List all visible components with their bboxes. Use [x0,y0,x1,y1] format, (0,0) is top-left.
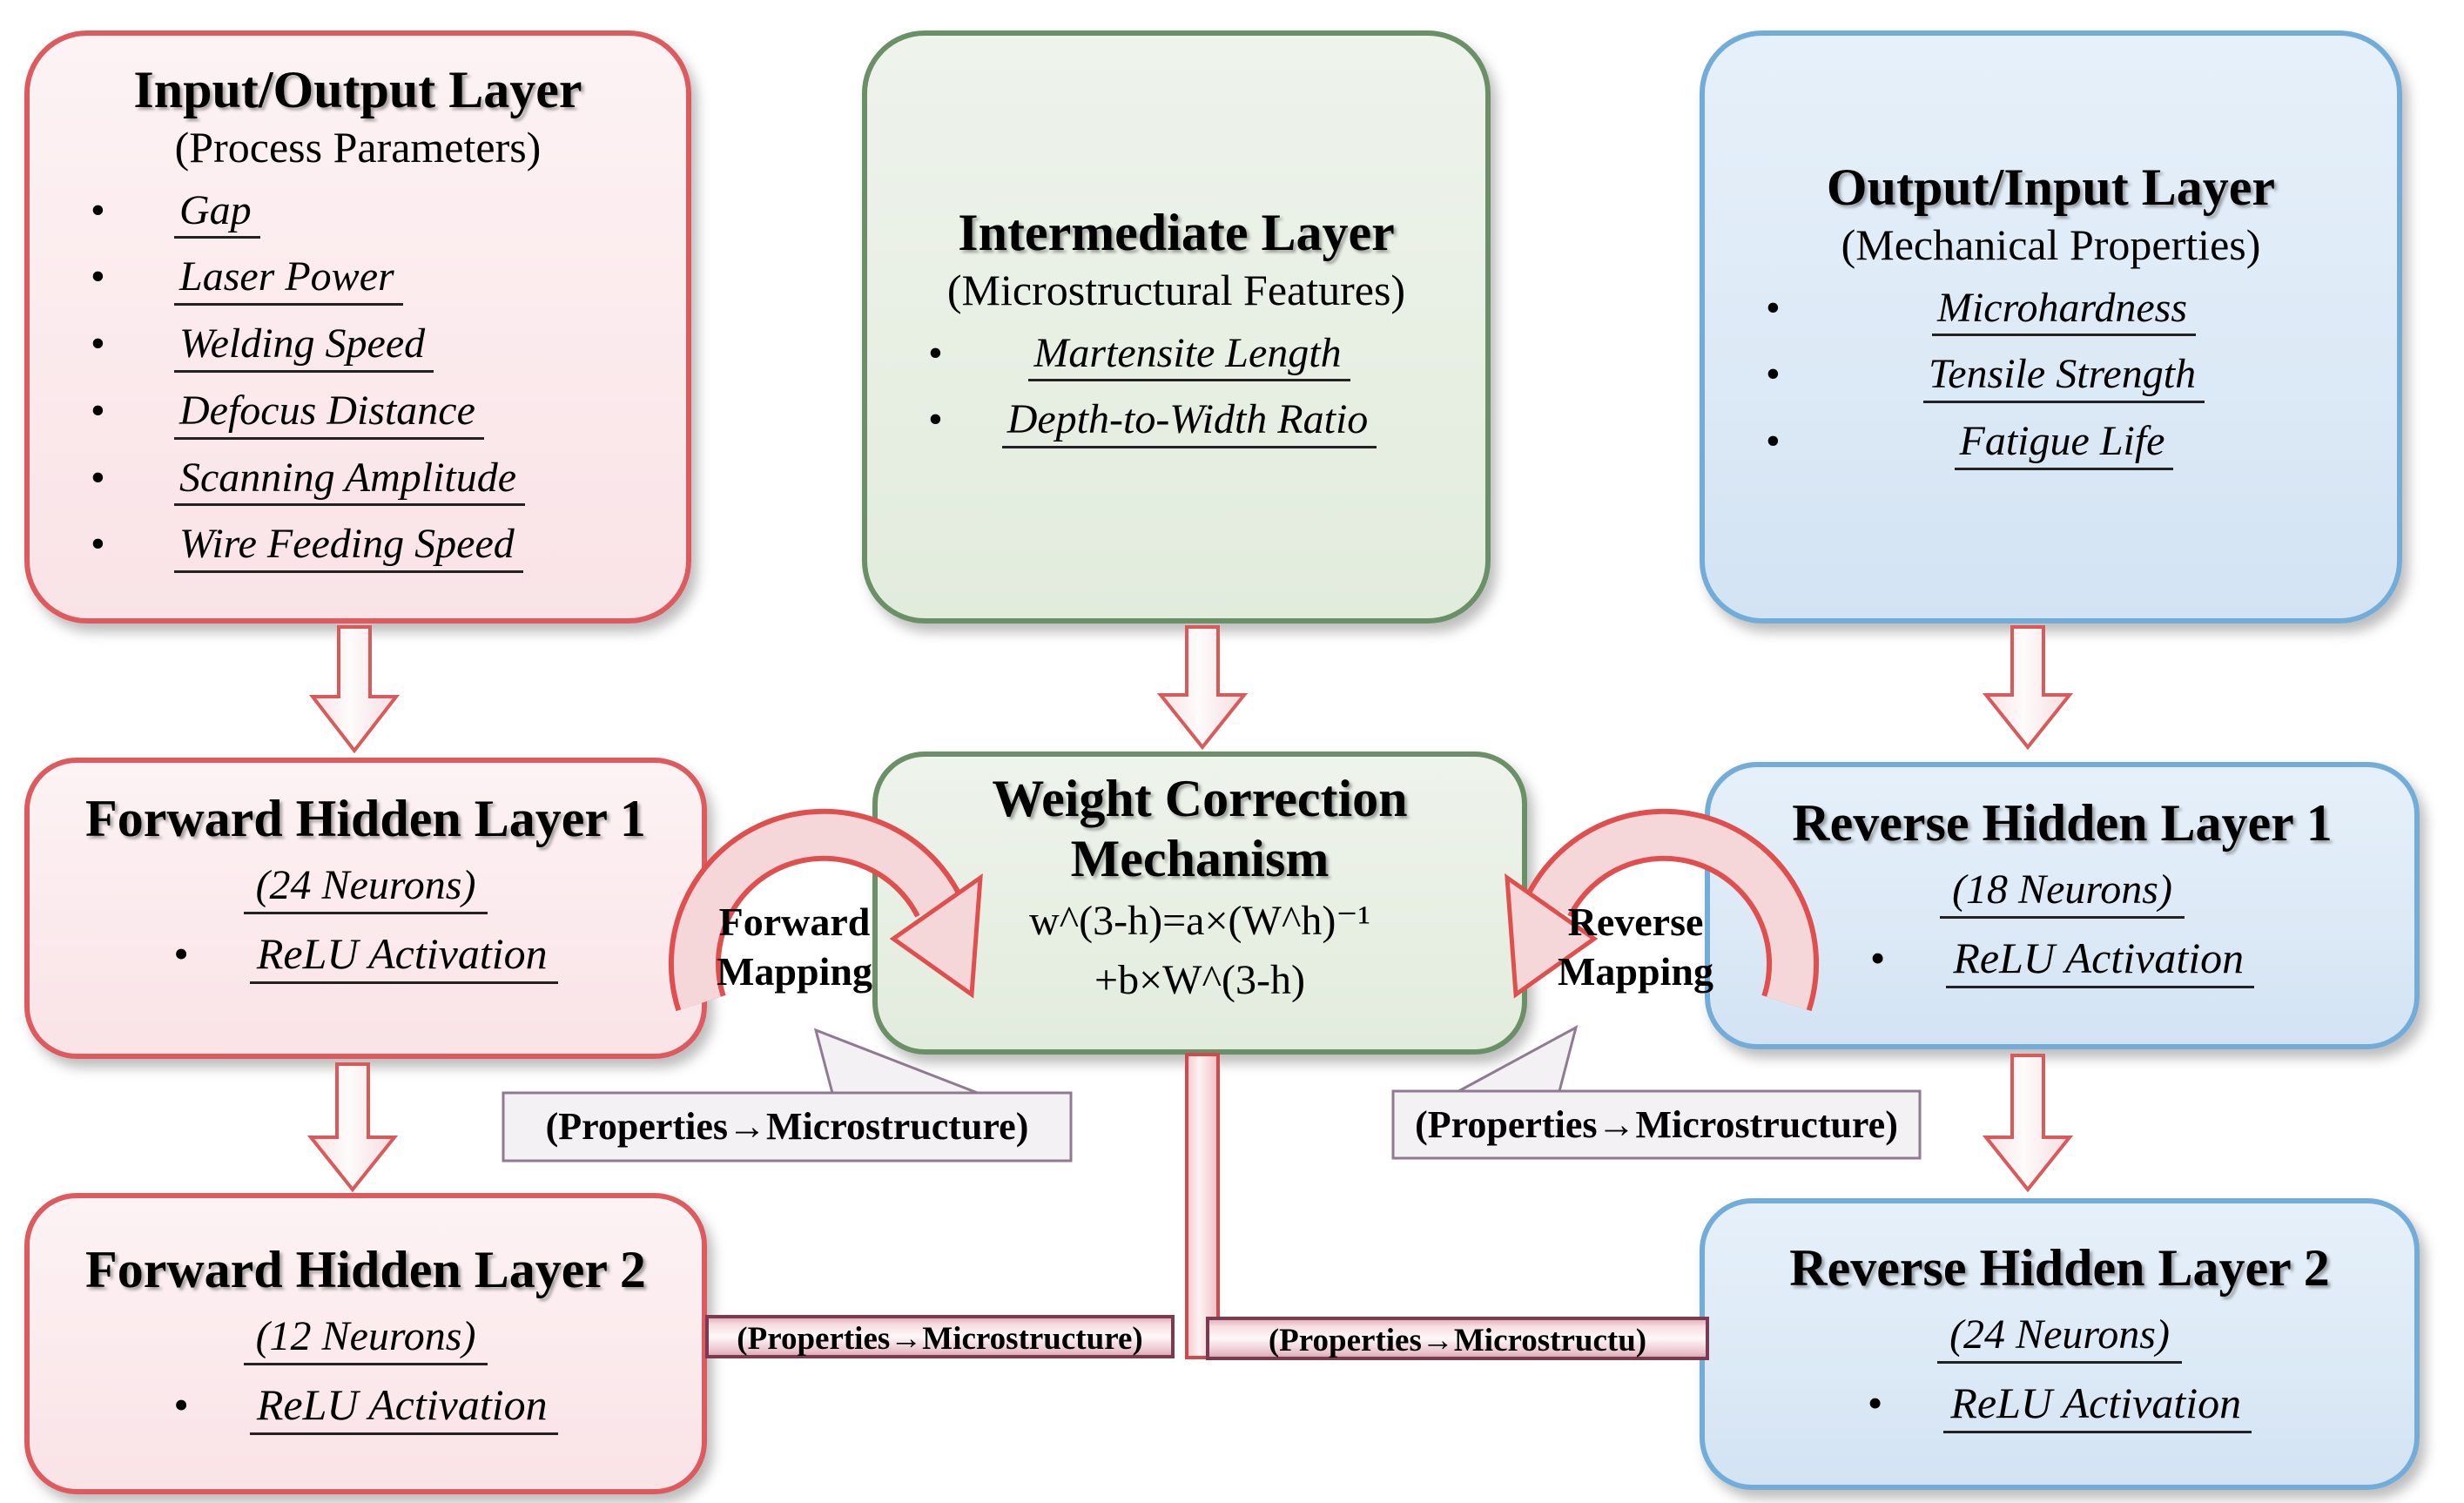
activation-row: • ReLU Activation [30,1379,702,1435]
reverse-mapping-line2: Mapping [1558,949,1713,994]
bullet-dot: • [91,253,105,300]
box-subtitle: (Mechanical Properties) [1841,220,2261,269]
forward-mapping-line1: Forward [718,900,871,944]
bullet-dot: • [91,320,105,367]
activation-row: • ReLU Activation [30,928,702,984]
bullet-list: • Microhardness • Tensile Strength • Fatigu… [1705,285,2397,470]
bullet-dot: • [173,1380,189,1429]
box-title: Input/Output Layer [133,61,582,118]
reverse-mapping-label: Reverse Mapping [1538,897,1734,996]
list-item: • Defocus Distance [91,388,651,440]
bullet-dot: • [1867,1378,1883,1427]
callout-right-label: (Properties→Microstructure) [1415,1103,1898,1146]
list-item-label: Tensile Strength [1922,351,2205,403]
bullet-dot: • [173,929,189,978]
forward-mapping-line2: Mapping [717,949,872,994]
connector-bar-right-label: (Properties→Microstructu) [1268,1323,1647,1358]
bullet-dot: • [91,186,105,233]
activation-label: ReLU Activation [1946,933,2255,988]
forward-mapping-label: Forward Mapping [697,897,892,996]
down-arrow-io-to-fhl1 [308,625,401,754]
activation-label: ReLU Activation [1943,1378,2252,1433]
bullet-dot: • [1766,418,1781,464]
list-item: • Fatigue Life [1766,418,2362,470]
bullet-dot: • [91,521,105,568]
neurons-label: (18 Neurons) [1940,866,2185,919]
bullet-dot: • [1766,284,1781,331]
down-arrow-intermediate-to-weight [1156,625,1249,751]
box-forward-hidden-layer-2: Forward Hidden Layer 2 (12 Neurons) • Re… [24,1193,707,1494]
box-forward-hidden-layer-1: Forward Hidden Layer 1 (24 Neurons) • Re… [24,758,707,1059]
box-title-line2: Mechanism [1070,830,1330,887]
list-item-label: Depth-to-Width Ratio [1001,396,1377,448]
list-item-label: Microhardness [1931,285,2197,337]
bullet-dot: • [928,329,943,376]
formula-line1: w^(3-h)=a×(W^h)⁻¹ [1028,898,1371,944]
bullet-dot: • [91,387,105,434]
box-subtitle: (Process Parameters) [174,123,542,172]
neurons-label: (24 Neurons) [243,861,488,914]
list-item-label: Martensite Length [1028,330,1350,382]
list-item: • Gap [91,187,651,239]
list-item: • Tensile Strength [1766,351,2362,403]
list-item-label: Laser Power [174,253,403,306]
connector-bar-left-label: (Properties→Microstructure) [737,1321,1143,1357]
neurons-label: (12 Neurons) [243,1312,488,1365]
activation-label: ReLU Activation [249,928,558,984]
box-weight-correction-mechanism: Weight Correction Mechanism w^(3-h)=a×(W… [872,752,1527,1055]
bullet-list: • Martensite Length • Depth-to-Width Ratio [867,330,1485,448]
down-arrow-fhl1-to-fhl2 [306,1062,399,1193]
box-title: Intermediate Layer [958,204,1395,261]
list-item-label: Defocus Distance [174,388,484,440]
vertical-connector [1185,1053,1220,1359]
list-item-label: Welding Speed [174,320,434,373]
neurons-label: (24 Neurons) [1937,1311,2182,1364]
list-item: • Welding Speed [91,320,651,373]
box-title: Forward Hidden Layer 2 [85,1241,646,1298]
formula-line2: +b×W^(3-h) [1094,957,1305,1004]
box-reverse-hidden-layer-2: Reverse Hidden Layer 2 (24 Neurons) • Re… [1700,1198,2420,1490]
list-item-label: Scanning Amplitude [174,455,526,507]
activation-row: • ReLU Activation [1710,933,2414,988]
list-item-label: Fatigue Life [1954,418,2174,470]
activation-row: • ReLU Activation [1705,1378,2414,1433]
list-item: • Laser Power [91,253,651,306]
bullet-list: • Gap • Laser Power • Welding Speed • Defocu… [30,187,686,573]
callout-left-label: (Properties→Microstructure) [545,1105,1029,1148]
box-input-output-layer: Input/Output Layer (Process Parameters) … [24,30,691,623]
reverse-mapping-line1: Reverse [1567,900,1704,944]
list-item: • Scanning Amplitude [91,455,651,507]
bullet-dot: • [91,454,105,501]
list-item: • Depth-to-Width Ratio [928,396,1451,448]
box-title: Reverse Hidden Layer 2 [1789,1239,2330,1297]
bullet-dot: • [1766,351,1781,398]
list-item-label: Wire Feeding Speed [174,521,523,573]
box-reverse-hidden-layer-1: Reverse Hidden Layer 1 (18 Neurons) • Re… [1705,762,2420,1049]
bullet-dot: • [928,396,943,443]
down-arrow-oi-to-rhl1 [1982,625,2074,751]
box-subtitle: (Microstructural Features) [946,266,1406,314]
activation-label: ReLU Activation [249,1379,558,1435]
list-item: • Wire Feeding Speed [91,521,651,573]
box-title: Reverse Hidden Layer 1 [1792,794,2333,852]
box-title: Output/Input Layer [1826,158,2276,216]
bullet-dot: • [1869,933,1886,982]
box-output-input-layer: Output/Input Layer (Mechanical Propertie… [1700,30,2402,623]
list-item: • Martensite Length [928,330,1451,382]
list-item: • Microhardness [1766,285,2362,337]
box-title: Forward Hidden Layer 1 [85,790,646,847]
box-title-line1: Weight Correction [992,770,1408,827]
down-arrow-rhl1-to-rhl2 [1982,1054,2074,1193]
list-item-label: Gap [174,187,260,239]
box-intermediate-layer: Intermediate Layer (Microstructural Feat… [862,30,1491,623]
